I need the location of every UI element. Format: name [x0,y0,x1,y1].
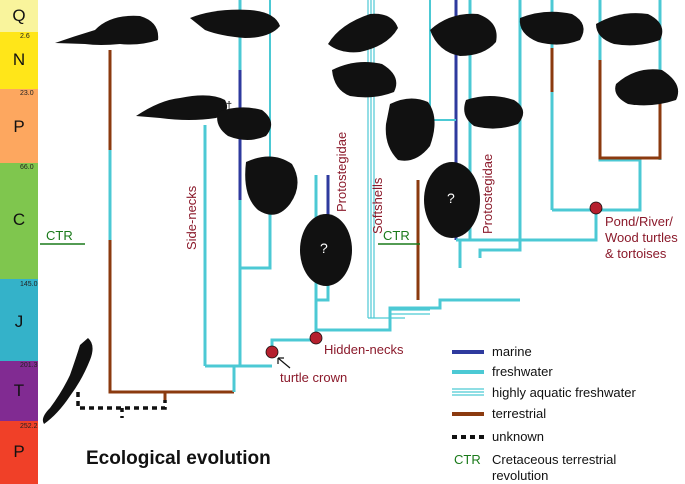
silhouette-softshell-vertical-icon [385,98,435,161]
period-quaternary [0,0,38,32]
node-turtle-crown [265,345,279,359]
period-age: 201.3 [20,362,38,369]
period-label: T [13,381,25,400]
branch-hidden-necks-upper [388,298,520,320]
silhouette-sea-turtle-top-icon [430,13,497,56]
legend-label-aquatic: highly aquatic freshwater [492,385,636,400]
silhouette-protostegid-left-icon [300,214,352,286]
label-pond-river-2: Wood turtles [605,230,678,245]
period-label: N [12,50,26,69]
period-paleogene [0,89,38,163]
period-label: P [13,442,25,461]
turtle-crown-arrow [277,357,291,369]
period-age: 23.0 [20,90,34,97]
period-age: 66.0 [20,164,34,171]
period-permian [0,421,38,484]
unknown-mark-right: ? [447,190,455,206]
branch-tortoise [640,108,662,160]
unknown-mark-left: ? [320,240,328,256]
silhouette-stem-turtle-icon [136,95,228,120]
legend-label-terrestrial: terrestrial [492,406,547,421]
period-age: 2.6 [20,33,30,40]
silhouette-side-neck-mid-icon [217,107,272,140]
silhouette-pond-turtle-top-icon [519,11,584,45]
silhouette-tortoise-icon [615,69,679,106]
turtle-silhouettes [42,9,679,424]
period-label: C [12,210,26,229]
silhouette-softshell-top-icon [328,13,398,53]
turtle-crown-arrow-head [277,357,284,364]
silhouette-freshwater-turtle-icon [464,96,524,129]
period-cretaceous [0,163,38,279]
period-triassic [0,361,38,421]
label-pond-river-1: Pond/River/ [605,214,673,229]
branch-fw-inner [478,0,522,258]
ctr-label-right: CTR [383,228,410,243]
label-hidden-necks: Hidden-necks [324,342,404,357]
silhouette-box-turtle-icon [596,13,663,46]
ctr-label-left: CTR [46,228,73,243]
period-age: 145.0 [20,281,38,288]
silhouette-sea-turtle-left-icon [245,156,298,215]
legend-ctr-line1: Cretaceous terrestrial [492,452,617,467]
legend-label-unknown: unknown [492,429,545,444]
silhouette-early-reptile-icon [42,338,93,424]
silhouette-stem-reptile-icon [55,15,159,45]
figure-title: Ecological evolution [86,448,271,469]
branch-softshells [367,0,375,318]
legend-swatch-aquatic [452,388,484,396]
branch-softshells-connect [368,309,430,319]
node-pond-river [589,201,603,215]
silhouette-protostegid-right-icon [424,162,480,238]
period-label: P [13,117,25,136]
branch-protostegidae-left-fw [316,285,330,302]
legend-label-marine: marine [492,344,532,359]
period-jurassic [0,279,38,361]
period-label: J [14,312,24,331]
silhouette-softshell-lower-icon [332,62,397,98]
extinct-dagger: † [226,100,233,112]
period-label: Q [12,6,26,25]
silhouette-side-neck-top-icon [190,9,280,38]
legend-label-freshwater: freshwater [492,364,553,379]
label-pond-river-3: & tortoises [605,246,667,261]
period-neogene [0,32,38,89]
period-age: 252.2 [20,423,38,430]
label-turtle-crown: turtle crown [280,370,348,385]
legend-ctr-line2: revolution [492,468,549,483]
branch-fw-right-base [458,210,598,268]
node-hidden-necks [309,331,323,345]
legend-ctr-abbr: CTR [454,452,481,467]
